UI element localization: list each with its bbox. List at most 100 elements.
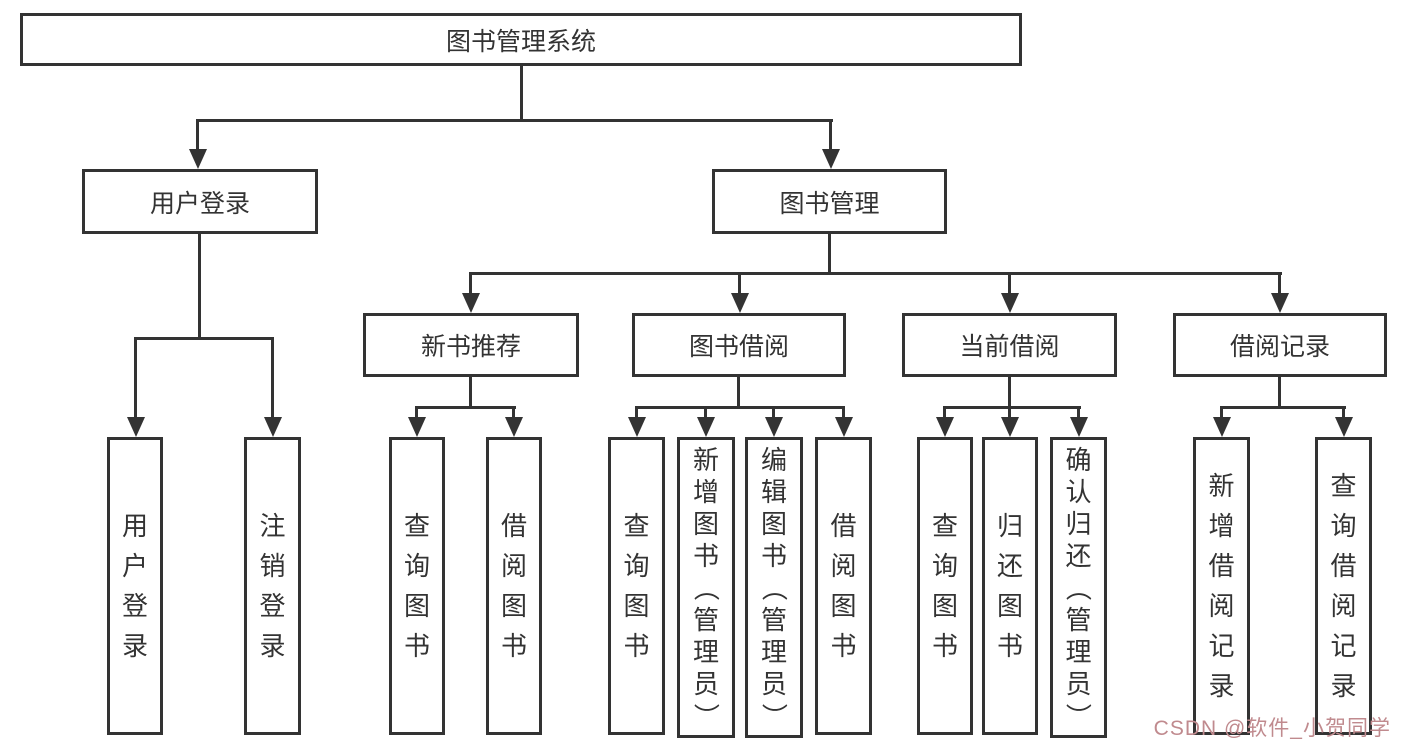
vertical-char: ）: [690, 702, 721, 729]
leaf-cb-query-books-label: 查询图书: [920, 440, 970, 732]
connector-stub-ul-login: [134, 337, 137, 421]
node-book-borrow-label: 图书借阅: [688, 333, 789, 361]
vertical-char: 查: [403, 511, 430, 541]
vertical-char: 书: [623, 631, 650, 661]
vertical-char: 管: [760, 604, 787, 635]
vertical-char: 认: [1065, 476, 1092, 507]
connector-user-login-trunk: [198, 234, 201, 337]
vertical-char: 借: [1330, 551, 1357, 581]
leaf-bb-add-books-admin: 新增图书（管理员）: [677, 437, 735, 738]
leaf-logout: 注销登录: [244, 437, 301, 735]
leaf-bb-edit-books-admin-label: 编辑图书（管理员）: [748, 440, 800, 735]
vertical-char: 辑: [760, 476, 787, 507]
connector-stub-br-add: [1220, 406, 1223, 421]
leaf-cb-return-books: 归还图书: [982, 437, 1038, 735]
vertical-char: 用: [121, 511, 148, 541]
connector-bb-trunk: [737, 377, 740, 406]
connector-stub-nbr-borrow: [512, 406, 515, 421]
node-user-login-label: 用户登录: [149, 189, 250, 218]
vertical-char: （: [758, 574, 789, 601]
vertical-char: 员: [1065, 668, 1092, 699]
vertical-char: 管: [1065, 604, 1092, 635]
vertical-char: 借: [1208, 551, 1235, 581]
arrow-down-icon: [1213, 417, 1231, 437]
connector-nbr-rail: [416, 406, 516, 409]
node-new-book-rec: 新书推荐: [363, 313, 579, 377]
arrow-down-icon: [127, 417, 145, 437]
leaf-br-query-record-label: 查询借阅记录: [1318, 440, 1369, 732]
connector-level3-rail: [470, 272, 1282, 275]
leaf-bb-query-books-label: 查询图书: [611, 440, 662, 732]
leaf-cb-confirm-return-admin-label: 确认归还（管理员）: [1053, 440, 1104, 735]
connector-stub-br-query: [1342, 406, 1345, 421]
node-book-mgmt-label: 图书管理: [779, 189, 880, 218]
vertical-char: 书: [500, 631, 527, 661]
arrow-down-icon: [408, 417, 426, 437]
vertical-char: 归: [1065, 508, 1092, 539]
connector-stub-nbr-query: [415, 406, 418, 421]
vertical-char: 增: [692, 476, 719, 507]
node-borrow-record-label: 借阅记录: [1229, 333, 1330, 361]
vertical-char: 书: [403, 631, 430, 661]
connector-stub-cb-query: [943, 406, 946, 421]
vertical-char: ）: [1063, 702, 1094, 729]
vertical-char: 员: [760, 668, 787, 699]
leaf-bb-edit-books-admin: 编辑图书（管理员）: [745, 437, 803, 738]
vertical-char: 户: [121, 551, 148, 581]
node-current-borrow-label: 当前借阅: [959, 333, 1060, 361]
leaf-bb-borrow-books-label: 借阅图书: [818, 440, 869, 732]
arrow-down-icon: [835, 417, 853, 437]
node-user-login: 用户登录: [82, 169, 318, 234]
vertical-char: 登: [121, 591, 148, 621]
leaf-cb-return-books-label: 归还图书: [985, 440, 1035, 732]
vertical-char: 图: [830, 591, 857, 621]
connector-user-login-rail: [134, 337, 274, 340]
connector-stub-bb-borrow: [842, 406, 845, 421]
leaf-bb-add-books-admin-label: 新增图书（管理员）: [680, 440, 732, 735]
vertical-char: 记: [1208, 631, 1235, 661]
connector-br-rail: [1221, 406, 1346, 409]
vertical-char: 询: [403, 551, 430, 581]
vertical-char: 书: [931, 631, 958, 661]
vertical-char: 记: [1330, 631, 1357, 661]
node-root: 图书管理系统: [20, 13, 1022, 66]
vertical-char: 员: [692, 668, 719, 699]
leaf-user-login-label: 用户登录: [110, 440, 160, 732]
node-root-label: 图书管理系统: [445, 27, 596, 56]
vertical-char: 借: [500, 511, 527, 541]
vertical-char: 录: [1330, 671, 1357, 701]
vertical-char: 阅: [500, 551, 527, 581]
vertical-char: 图: [760, 508, 787, 539]
vertical-char: 图: [403, 591, 430, 621]
vertical-char: 录: [259, 631, 286, 661]
connector-book-mgmt-trunk: [828, 234, 831, 272]
connector-stub-new-book-rec: [469, 272, 472, 296]
vertical-char: 录: [1208, 671, 1235, 701]
node-book-mgmt: 图书管理: [712, 169, 947, 234]
vertical-char: 询: [623, 551, 650, 581]
node-new-book-rec-label: 新书推荐: [420, 333, 521, 361]
vertical-char: 图: [623, 591, 650, 621]
connector-stub-bb-edit: [772, 406, 775, 421]
leaf-cb-confirm-return-admin: 确认归还（管理员）: [1050, 437, 1107, 738]
vertical-char: 查: [623, 511, 650, 541]
vertical-char: 查: [1330, 471, 1357, 501]
vertical-char: 书: [692, 540, 719, 571]
connector-stub-cb-return: [1008, 406, 1011, 421]
vertical-char: 新: [1208, 471, 1235, 501]
arrow-down-icon: [189, 149, 207, 169]
node-borrow-record: 借阅记录: [1173, 313, 1387, 377]
vertical-char: 理: [1065, 636, 1092, 667]
leaf-user-login: 用户登录: [107, 437, 163, 735]
connector-stub-book-mgmt: [829, 119, 832, 153]
arrow-down-icon: [697, 417, 715, 437]
vertical-char: 理: [760, 636, 787, 667]
arrow-down-icon: [462, 293, 480, 313]
vertical-char: 阅: [830, 551, 857, 581]
leaf-nbr-borrow-books: 借阅图书: [486, 437, 542, 735]
vertical-char: 新: [692, 444, 719, 475]
vertical-char: 还: [1065, 540, 1092, 571]
connector-stub-ul-logout: [271, 337, 274, 421]
leaf-br-add-record: 新增借阅记录: [1193, 437, 1250, 735]
node-book-borrow: 图书借阅: [632, 313, 846, 377]
